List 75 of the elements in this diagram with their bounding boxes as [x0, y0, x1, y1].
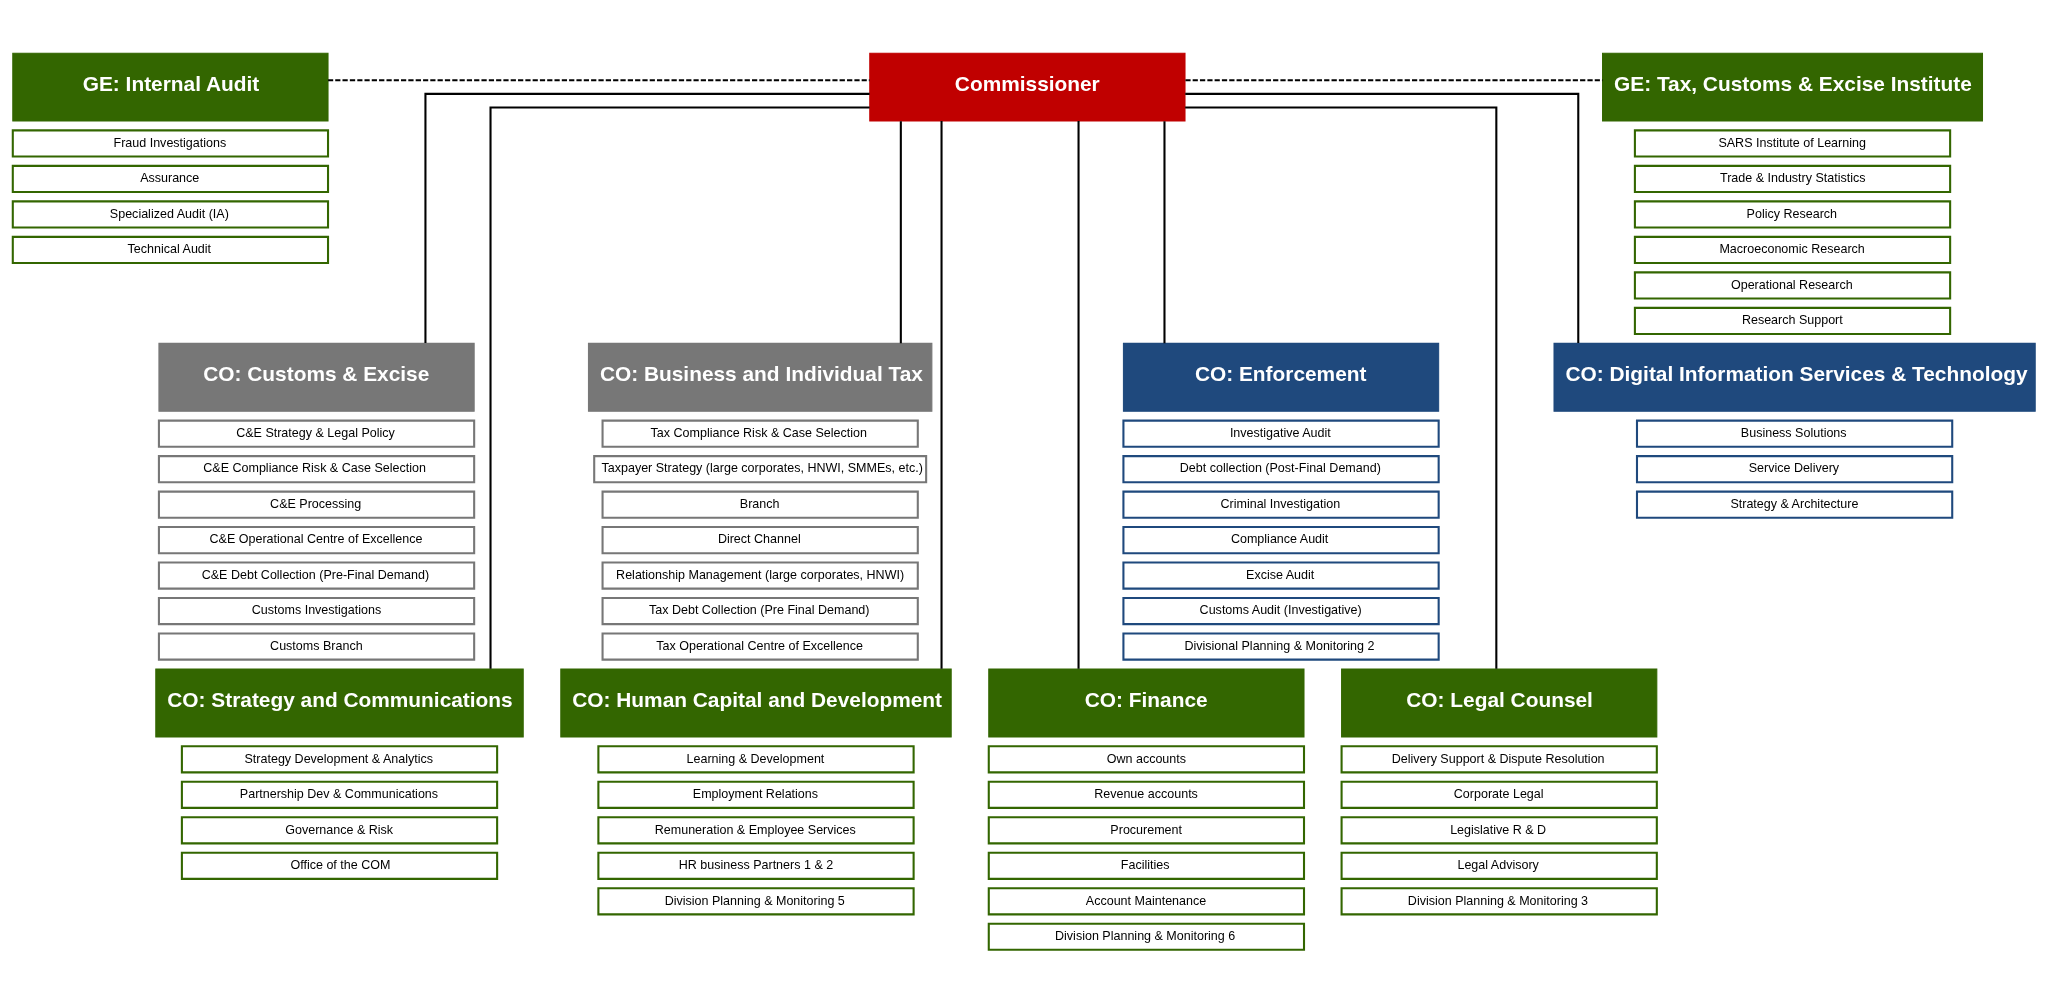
connector [489, 106, 870, 669]
node-box: CO: Legal Counsel [1341, 668, 1658, 738]
node-box: Compliance Audit [1122, 526, 1440, 555]
node-box: Legislative R & D [1340, 816, 1658, 845]
node-box: Operational Research [1633, 271, 1952, 300]
node-box: Own accounts [987, 745, 1306, 774]
node-box: CO: Digital Information Services & Technology [1553, 342, 2036, 412]
node-box: Account Maintenance [987, 887, 1306, 916]
node-box: Excise Audit [1122, 561, 1440, 590]
node-box: CO: Business and Individual Tax [587, 342, 933, 412]
node-box: Technical Audit [11, 235, 330, 265]
node-box: Branch [601, 490, 919, 519]
node-box: HR business Partners 1 & 2 [597, 851, 915, 880]
node-box: Fraud Investigations [11, 129, 330, 158]
node-box: Learning & Development [597, 745, 915, 774]
node-box: Investigative Audit [1122, 419, 1440, 448]
node-box: Strategy Development & Analytics [180, 745, 499, 774]
node-box: Research Support [1633, 306, 1952, 335]
node-box: Tax Compliance Risk & Case Selection [601, 419, 919, 448]
connector [1185, 106, 1498, 669]
node-box: Governance & Risk [180, 816, 499, 845]
node-box: Delivery Support & Dispute Resolution [1340, 745, 1658, 774]
node-box: C&E Processing [157, 490, 476, 519]
node-box: Service Delivery [1635, 455, 1954, 484]
node-box: Business Solutions [1635, 419, 1954, 448]
node-box: CO: Enforcement [1122, 342, 1440, 412]
node-box: Debt collection (Post-Final Demand) [1122, 455, 1440, 484]
node-box: Customs Audit (Investigative) [1122, 597, 1440, 626]
node-box: C&E Debt Collection (Pre-Final Demand) [157, 561, 476, 590]
node-box: Facilities [987, 851, 1306, 880]
connector [899, 121, 902, 344]
node-box: Assurance [11, 164, 330, 194]
node-box: CO: Customs & Excise [158, 342, 475, 412]
node-box: Division Planning & Monitoring 3 [1340, 887, 1658, 916]
node-box: Remuneration & Employee Services [597, 816, 915, 845]
connector [1185, 79, 1603, 82]
node-box: CO: Strategy and Communications [155, 668, 524, 738]
node-box: Specialized Audit (IA) [11, 200, 330, 229]
node-box: Partnership Dev & Communications [180, 780, 499, 809]
node-box: Relationship Management (large corporates, HNWI) [601, 561, 919, 590]
node-box: Corporate Legal [1340, 780, 1658, 809]
node-box: Revenue accounts [987, 780, 1306, 809]
node-box: CO: Human Capital and Development [560, 668, 952, 738]
node-box: Strategy & Architecture [1635, 490, 1954, 519]
node-box: Taxpayer Strategy (large corporates, HNWI, SMMEs, etc.) [593, 455, 928, 484]
node-box: C&E Operational Centre of Excellence [157, 526, 476, 555]
node-box: Macroeconomic Research [1633, 235, 1952, 265]
node-box: C&E Strategy & Legal Policy [157, 419, 476, 448]
connector [940, 121, 943, 669]
node-box: CO: Finance [988, 668, 1305, 738]
node-box: Trade & Industry Statistics [1633, 164, 1952, 194]
node-box: Division Planning & Monitoring 5 [597, 887, 915, 916]
node-box: Criminal Investigation [1122, 490, 1440, 519]
node-box: Tax Debt Collection (Pre Final Demand) [601, 597, 919, 626]
node-box: Commissioner [869, 52, 1186, 122]
node-box: Tax Operational Centre of Excellence [601, 632, 919, 661]
node-box: Division Planning & Monitoring 6 [987, 922, 1306, 951]
node-box: Customs Investigations [157, 597, 476, 626]
connector [1077, 121, 1080, 669]
node-box: SARS Institute of Learning [1633, 129, 1952, 158]
node-box: Procurement [987, 816, 1306, 845]
node-box: C&E Compliance Risk & Case Selection [157, 455, 476, 484]
node-box: GE: Internal Audit [12, 52, 329, 122]
connector [1185, 92, 1580, 344]
node-box: Divisional Planning & Monitoring 2 [1122, 632, 1440, 661]
node-box: Customs Branch [157, 632, 476, 661]
node-box: Employment Relations [597, 780, 915, 809]
connector [1163, 121, 1166, 344]
node-box: Policy Research [1633, 200, 1952, 229]
node-box: Office of the COM [180, 851, 499, 880]
node-box: Legal Advisory [1340, 851, 1658, 880]
node-box: GE: Tax, Customs & Excise Institute [1602, 52, 1983, 122]
connector [328, 79, 870, 82]
connector [424, 92, 870, 344]
node-box: Direct Channel [601, 526, 919, 555]
